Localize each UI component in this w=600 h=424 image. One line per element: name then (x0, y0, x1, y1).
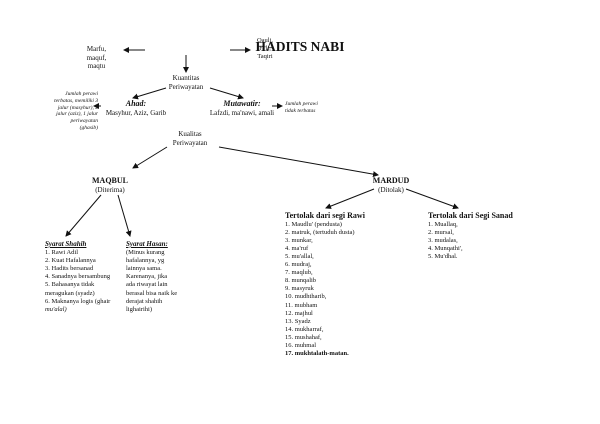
kualitas-label: Kualitas Periwayatan (160, 130, 220, 147)
right-note-line: Fi'li, (259, 45, 271, 52)
right-note-line: Taqiri (257, 53, 273, 60)
mardud-title: MARDUD (372, 176, 410, 185)
ahad-note-line: jalur (masyhur), 2 (57, 104, 98, 111)
list-item: derajat shahih (126, 297, 163, 305)
list-item: 2. matruk, (tertuduh dusta) (285, 228, 355, 236)
maqbul-subtitle: (Diterima) (95, 185, 125, 194)
hasan-list: (Minus kurang hafalannya, yg lainnya sam… (126, 249, 177, 315)
list-item: 7. maqlub, (285, 269, 313, 277)
list-item: 5. Bahasanya tidak (45, 281, 95, 289)
arrow-to-shahih (65, 194, 102, 237)
sanad-title: Tertolak dari Segi Sanad (428, 211, 513, 220)
ahad-note-line: (ghasib) (79, 124, 98, 131)
mutawatir-note-line: Jumlah perawi (285, 101, 318, 107)
ahad-node: Ahad: Masyhur, Aziz, Garib (96, 99, 176, 117)
arrow-to-mardud (218, 146, 379, 178)
arrow-to-ahad (132, 87, 167, 100)
list-item: 2. Kuat Hafalannya (45, 256, 96, 264)
ahad-note: Jumlah perawi terbatas, memiliki 3 jalur… (20, 91, 98, 132)
list-item: 4. Munqathi', (428, 244, 463, 252)
list-item: lainnya sama. (126, 265, 162, 272)
list-item: Karenanya, jika (126, 273, 168, 281)
list-item: 3. Hadits bersanad (45, 265, 94, 272)
list-item: 12. majhul (285, 309, 313, 317)
mutawatir-note: Jumlah perawi tidak terbatas (285, 101, 318, 115)
kuantitas-line: Periwayatan (168, 82, 204, 91)
list-item: ada riwayat lain (126, 281, 168, 289)
kualitas-line: Periwayatan (172, 138, 208, 147)
mutawatir-note-line: tidak terbatas (285, 108, 316, 114)
list-item: lighairihi) (126, 306, 152, 314)
mardud-subtitle: (Ditolak) (378, 185, 404, 194)
ahad-note-line: periwayatan (70, 118, 99, 125)
rawi-title: Tertolak dari segi Rawi (285, 211, 365, 220)
sanad-list: 1. Muallaq, 2. mursal, 3. mudalas, 4. Mu… (428, 221, 513, 261)
hasan-title: Syarat Hasan: (126, 240, 168, 248)
mutawatir-subtitle: Lafzdi, ma'nawi, amali (209, 108, 275, 117)
left-note-line: maquf, (86, 53, 107, 62)
ahad-note-line: jalur (aziz), 1 jalur (56, 111, 98, 118)
right-note: Qauli, Fi'li, Taqiri (250, 37, 280, 61)
ahad-note-line: Jumlah perawi (65, 91, 98, 97)
list-item: 4. Sanadnya bersambung (45, 273, 111, 281)
right-note-line: Qauli, (256, 37, 274, 44)
list-item: hafalannya, yg (126, 256, 165, 264)
arrow-to-mutawatir (209, 87, 244, 100)
arrow-to-hasan (117, 194, 132, 237)
list-item: (Minus kurang (126, 248, 165, 256)
list-item: 1. Muallaq, (428, 220, 458, 228)
kuantitas-line: Kuantitas (172, 74, 200, 82)
list-item: 2. mursal, (428, 228, 454, 236)
mardud-node: MARDUD (Ditolak) (366, 176, 416, 194)
list-item: mu'alal) (45, 306, 67, 314)
maqbul-title: MAQBUL (92, 176, 128, 185)
ahad-note-line: terbatas, memiliki 3 (54, 97, 98, 104)
ahad-title: Ahad: (125, 99, 147, 108)
arrow-to-sanad (405, 188, 459, 210)
left-note-line: maqtu (87, 62, 106, 71)
kualitas-line: Kualitas (178, 130, 202, 138)
list-item: 17. mukhtalath-matan. (285, 350, 349, 358)
shahih-list: 1. Rawi Adil 2. Kuat Hafalannya 3. Hadit… (45, 249, 110, 315)
list-item: 11. mubham (285, 301, 318, 309)
mutawatir-node: Mutawatir: Lafzdi, ma'nawi, amali (204, 99, 280, 117)
maqbul-node: MAQBUL (Diterima) (80, 176, 140, 194)
arrow-to-maqbul (132, 146, 168, 169)
rawi-list: 1. Maudlu' (pendusta) 2. matruk, (tertud… (285, 221, 365, 359)
list-item: 16. muhmal (285, 342, 317, 349)
diagram-title: HADITS NABI (255, 39, 345, 54)
left-note-line: Marfu, (86, 45, 107, 53)
arrow-to-rawi (325, 188, 375, 209)
list-item: 10. mudhtharib, (285, 293, 327, 301)
list-item: 5. Mu'dhal. (428, 252, 458, 260)
shahih-title: Syarat Shahih (45, 240, 87, 248)
list-item: 1. Rawi Adil (45, 248, 79, 256)
list-item: 4. ma'ruf (285, 244, 309, 252)
syarat-hasan: Syarat Hasan: (Minus kurang hafalannya, … (126, 240, 177, 314)
list-item: 8. munqalib (285, 277, 317, 285)
list-item: 9. masyruk (285, 285, 314, 293)
list-item: 3. munkar, (285, 236, 313, 244)
list-item: 3. mudalas, (428, 236, 458, 244)
list-item: 15. mushahaf, (285, 333, 322, 341)
kuantitas-label: Kuantitas Periwayatan (156, 74, 216, 91)
list-item: 14. mukharraf, (285, 325, 324, 333)
left-note: Marfu, maquf, maqtu (74, 45, 119, 71)
list-item: 6. mudraj, (285, 261, 312, 269)
tertolak-sanad: Tertolak dari Segi Sanad 1. Muallaq, 2. … (428, 211, 513, 261)
list-item: berasal bisa naik ke (126, 289, 178, 297)
syarat-shahih: Syarat Shahih 1. Rawi Adil 2. Kuat Hafal… (45, 240, 110, 314)
list-item: 13. Syadz (285, 317, 311, 325)
ahad-subtitle: Masyhur, Aziz, Garib (105, 108, 167, 117)
list-item: meragukan (syadz) (45, 289, 95, 297)
tertolak-rawi: Tertolak dari segi Rawi 1. Maudlu' (pend… (285, 211, 365, 359)
mutawatir-title: Mutawatir: (223, 99, 261, 108)
list-item: 5. mu'allal, (285, 252, 314, 260)
list-item: 6. Maknanya logis (ghair (45, 297, 111, 305)
list-item: 1. Maudlu' (pendusta) (285, 220, 342, 228)
